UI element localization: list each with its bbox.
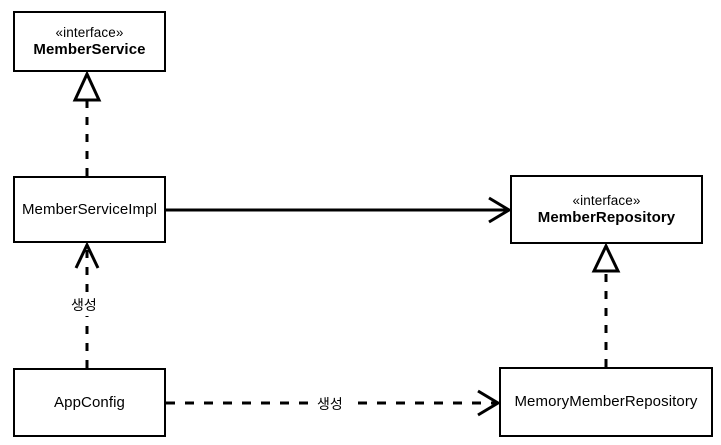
class-name-memory-member-repository: MemoryMemberRepository [514, 393, 698, 411]
edge-label-appconfig-creates-impl: 생성 [68, 295, 100, 315]
uml-node-member-repository[interactable]: «interface» MemberRepository [510, 175, 703, 244]
open-arrowhead-member-service-impl [74, 241, 100, 269]
uml-node-member-service-impl[interactable]: MemberServiceImpl [13, 176, 166, 243]
open-arrowhead-memory-member-repository [477, 389, 501, 417]
uml-node-app-config[interactable]: AppConfig [13, 368, 166, 437]
edge-impl-realizes-service [72, 70, 102, 176]
stereotype-label-member-repository: «interface» [572, 192, 641, 208]
edge-impl-uses-repository [166, 196, 512, 224]
uml-node-memory-member-repository[interactable]: MemoryMemberRepository [499, 367, 713, 437]
uml-node-member-service[interactable]: «interface» MemberService [13, 11, 166, 72]
class-name-app-config: AppConfig [54, 393, 125, 411]
edge-label-appconfig-creates-memory-repository: 생성 [314, 394, 346, 414]
edge-appconfig-creates-impl [74, 241, 100, 368]
hollow-triangle-arrowhead-member-repository [591, 242, 621, 273]
hollow-triangle-arrowhead-member-service [72, 70, 102, 102]
stereotype-label-member-service: «interface» [55, 24, 124, 40]
class-name-member-service: MemberService [33, 40, 146, 58]
class-name-member-repository: MemberRepository [537, 208, 676, 226]
open-arrowhead-member-repository [488, 196, 512, 224]
edge-memory-realizes-repository [591, 242, 621, 367]
edge-appconfig-creates-memory-repository [166, 389, 501, 417]
class-name-member-service-impl: MemberServiceImpl [21, 200, 158, 218]
